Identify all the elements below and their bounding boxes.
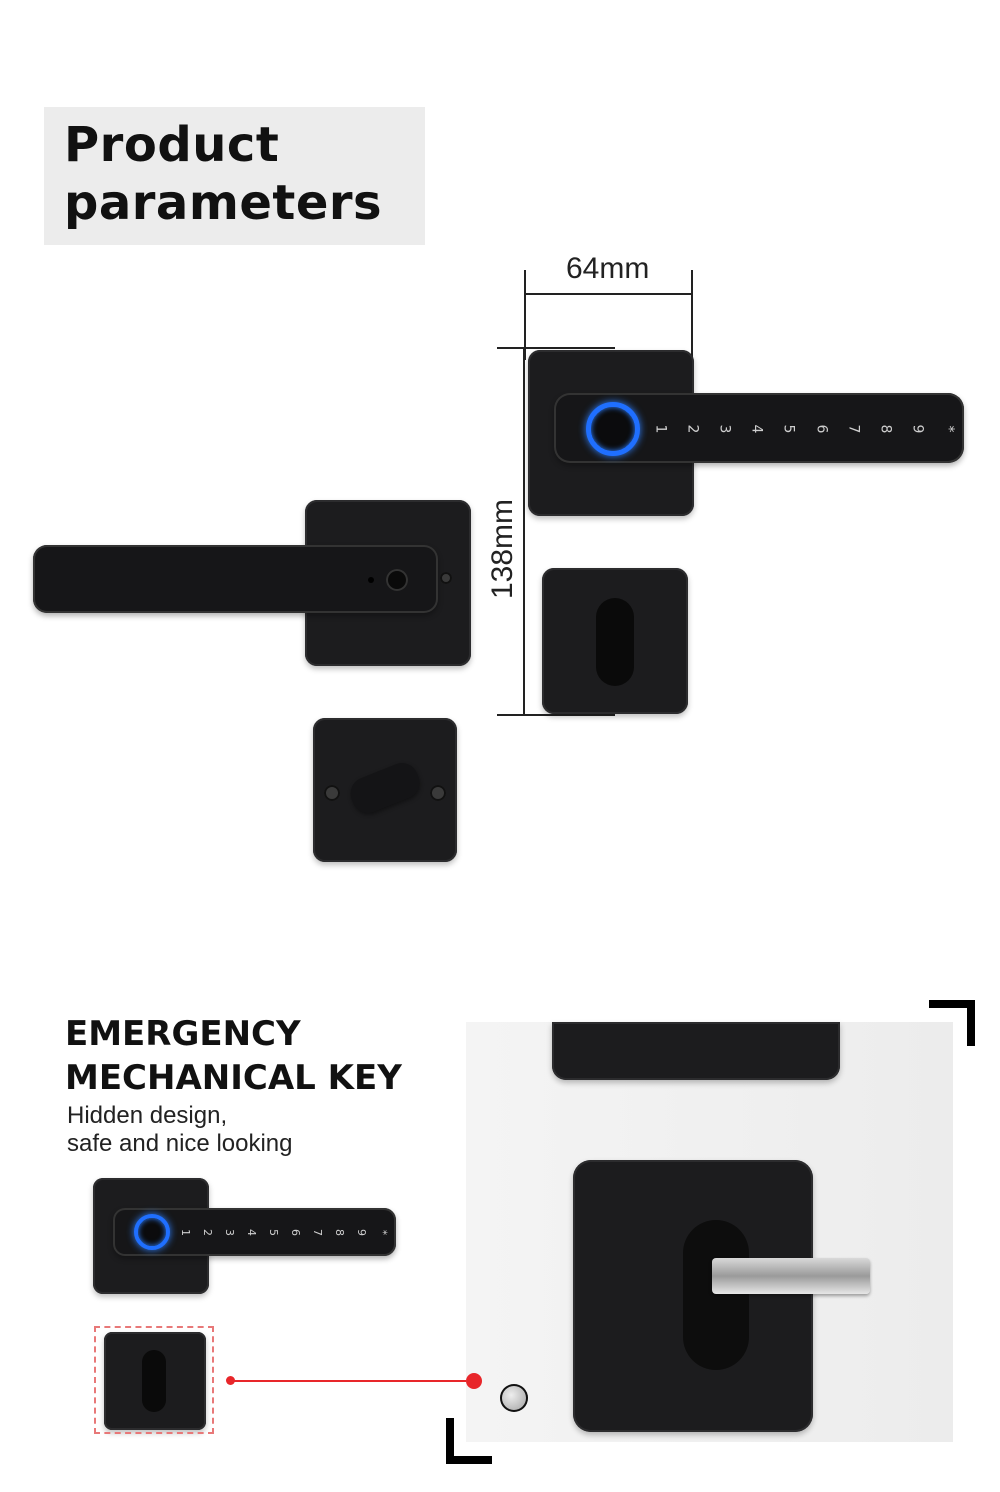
keypad-key: 5 bbox=[267, 1228, 281, 1236]
keypad-key: 8 bbox=[333, 1228, 347, 1236]
height-dimension-tick-top bbox=[497, 347, 615, 349]
photo-cylinder-keyhole-icon bbox=[683, 1220, 749, 1370]
photo-handle-rosette bbox=[552, 1022, 840, 1080]
width-dimension-line bbox=[525, 293, 693, 295]
page-title: Product parameters bbox=[64, 117, 383, 231]
width-dimension-tick-left bbox=[524, 270, 526, 360]
emergency-title: EMERGENCY MECHANICAL KEY bbox=[65, 1014, 402, 1098]
keypad-key: 6 bbox=[289, 1228, 303, 1236]
title-background bbox=[44, 107, 425, 245]
screw-icon bbox=[440, 572, 452, 584]
callout-end-dot bbox=[466, 1373, 482, 1389]
door-screw-icon bbox=[500, 1384, 528, 1412]
emergency-subtitle: Hidden design, safe and nice looking bbox=[67, 1102, 293, 1157]
fingerprint-sensor-icon bbox=[586, 402, 640, 456]
keypad-key: 5 bbox=[780, 424, 797, 434]
small-fingerprint-sensor-icon bbox=[134, 1214, 170, 1250]
keypad-key: * bbox=[376, 1229, 390, 1235]
keypad-key: 7 bbox=[845, 424, 862, 434]
callout-line bbox=[230, 1380, 474, 1382]
keypad-key: * bbox=[940, 425, 957, 433]
screw-icon bbox=[324, 785, 340, 801]
keypad-key: 1 bbox=[652, 424, 669, 434]
keypad-key: 4 bbox=[245, 1228, 259, 1236]
mechanical-key-icon bbox=[712, 1258, 870, 1294]
height-dimension-tick-bottom bbox=[497, 714, 615, 716]
keypad-key: 2 bbox=[201, 1228, 215, 1236]
keypad-key: 2 bbox=[684, 424, 701, 434]
cylinder-keyhole-icon bbox=[596, 598, 634, 686]
keypad-key: 3 bbox=[716, 424, 733, 434]
corner-bracket-bottom-left bbox=[446, 1418, 492, 1464]
battery-cover-button-icon bbox=[386, 569, 408, 591]
keypad-key: 1 bbox=[179, 1228, 192, 1236]
back-handle-lever bbox=[33, 545, 438, 613]
small-keypad: 1 2 3 4 5 6 7 8 9 * bbox=[179, 1224, 390, 1240]
height-dimension-label: 138mm bbox=[486, 498, 519, 600]
keypad: 1 2 3 4 5 6 7 8 9 * bbox=[652, 418, 956, 440]
keypad-key: 4 bbox=[748, 424, 765, 434]
keypad-key: 8 bbox=[877, 424, 894, 434]
width-dimension-label: 64mm bbox=[566, 252, 650, 285]
small-cylinder-keyhole-icon bbox=[142, 1350, 166, 1412]
width-dimension-tick-right bbox=[691, 270, 693, 360]
keypad-key: 7 bbox=[311, 1228, 325, 1236]
highlight-box bbox=[94, 1326, 214, 1434]
indicator-dot-icon bbox=[368, 577, 374, 583]
keypad-key: 9 bbox=[355, 1228, 369, 1236]
corner-bracket-top-right bbox=[929, 1000, 975, 1046]
keypad-key: 9 bbox=[909, 424, 926, 434]
keypad-key: 3 bbox=[223, 1228, 237, 1236]
screw-icon bbox=[430, 785, 446, 801]
height-dimension-line bbox=[523, 348, 525, 716]
keypad-key: 6 bbox=[813, 424, 830, 434]
